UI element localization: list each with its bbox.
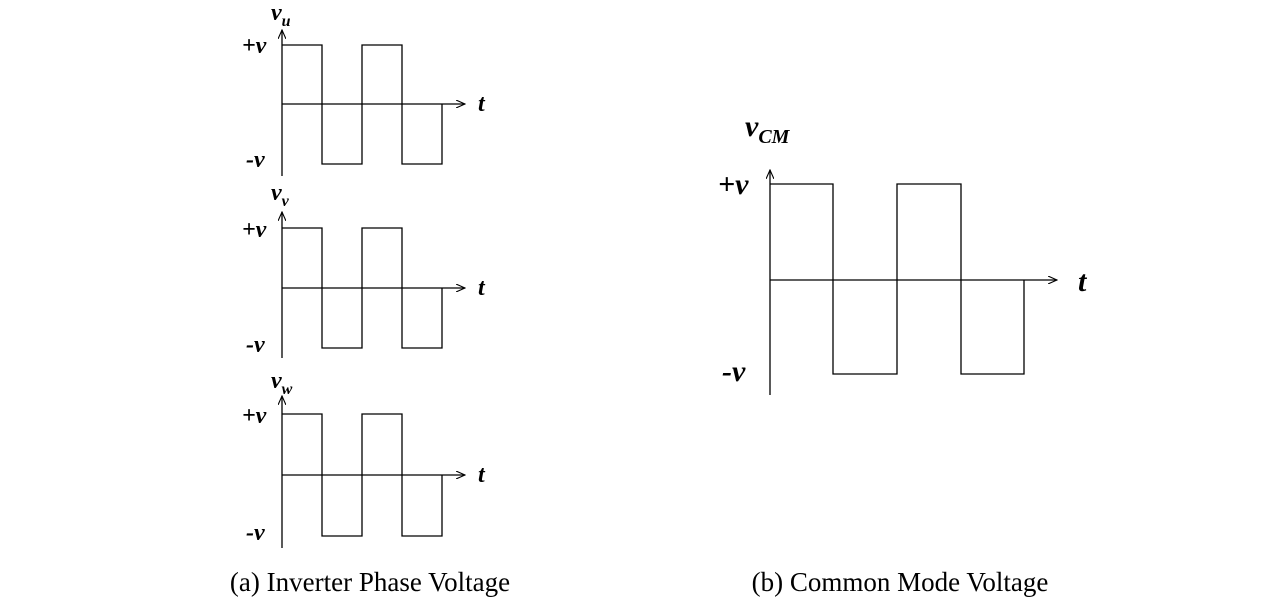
vw-negative-level: -v: [246, 520, 265, 546]
vcm-positive-level: +v: [718, 168, 749, 201]
vcm-negative-level: -v: [722, 355, 746, 388]
vcm-label: vCM: [745, 110, 791, 148]
vcm-time-label: t: [1078, 265, 1088, 298]
vu-negative-level: -v: [246, 147, 265, 173]
vv-time-label: t: [478, 275, 486, 301]
vw-positive-level: +v: [242, 403, 267, 429]
vv-positive-level: +v: [242, 217, 267, 243]
vw-waveform: [282, 413, 443, 537]
vu-label: vu: [271, 0, 291, 30]
vu-waveform: [282, 44, 443, 165]
plot-vv: vv +v -v t: [242, 180, 486, 358]
plot-vw: vw +v -v t: [242, 368, 486, 548]
panel-a-caption: (a) Inverter Phase Voltage: [230, 567, 510, 597]
plot-vcm: vCM +v -v t: [718, 110, 1088, 395]
vw-label: vw: [271, 368, 293, 398]
vcm-waveform: [770, 183, 1025, 375]
vu-time-label: t: [478, 91, 486, 117]
vu-positive-level: +v: [242, 33, 267, 59]
vv-waveform: [282, 227, 443, 349]
panel-b-caption: (b) Common Mode Voltage: [752, 567, 1049, 597]
vv-label: vv: [271, 180, 290, 210]
plot-vu: vu +v -v t: [242, 0, 486, 176]
vv-negative-level: -v: [246, 332, 265, 358]
vw-time-label: t: [478, 462, 486, 488]
